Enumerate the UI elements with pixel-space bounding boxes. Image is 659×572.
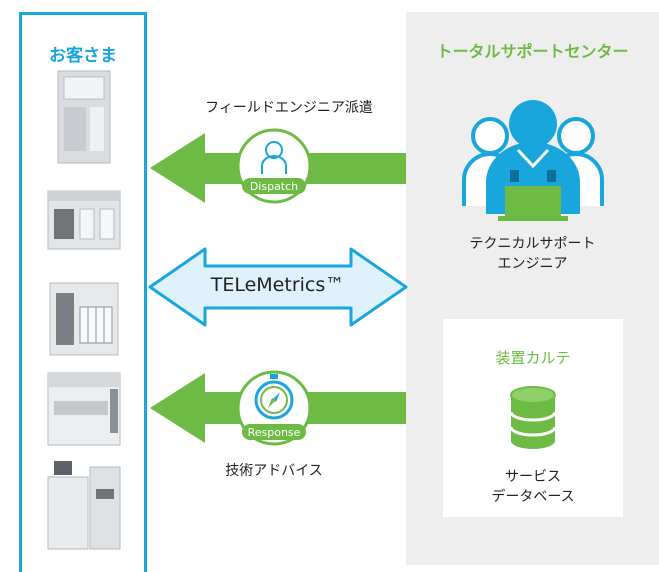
field-engineer-icon — [261, 141, 287, 174]
stopwatch-icon — [254, 374, 294, 420]
response-badge-label: Response — [248, 426, 301, 439]
equipment-record-title: 装置カルテ — [495, 349, 571, 367]
database-icon — [509, 386, 557, 449]
machine-image-4 — [47, 372, 121, 446]
customer-panel: お客さま — [19, 12, 147, 572]
dispatch-caption: フィールドエンジニア派遣 — [205, 100, 373, 116]
service-database-line2: データベース — [491, 489, 575, 505]
machine-image-2 — [47, 190, 121, 250]
service-database-label: サービス データベース — [443, 467, 623, 507]
response-caption: 技術アドバイス — [225, 463, 323, 479]
response-badge: Response — [236, 370, 312, 446]
engineer-label-line2: エンジニア — [497, 256, 568, 272]
technical-support-engineer-icon — [462, 100, 604, 221]
dispatch-badge-label: Dispatch — [250, 180, 298, 193]
engineer-label-line1: テクニカルサポート — [469, 236, 596, 252]
service-database-line1: サービス — [505, 469, 561, 485]
telemetrics-label: TELeMetrics™ — [210, 274, 345, 296]
equipment-record-card: 装置カルテ サービス データベース — [443, 319, 623, 517]
machine-image-3 — [49, 282, 119, 356]
machine-image-5 — [47, 461, 121, 550]
support-center-title: トータルサポートセンター — [436, 42, 629, 61]
dispatch-badge: Dispatch — [236, 128, 312, 204]
customer-title: お客さま — [49, 46, 117, 66]
support-center-panel: トータルサポートセンター テクニカルサポート エンジニア 装置カルテ サー — [406, 12, 659, 565]
technical-support-engineer-label: テクニカルサポート エンジニア — [406, 234, 659, 274]
machine-image-1 — [57, 70, 111, 164]
